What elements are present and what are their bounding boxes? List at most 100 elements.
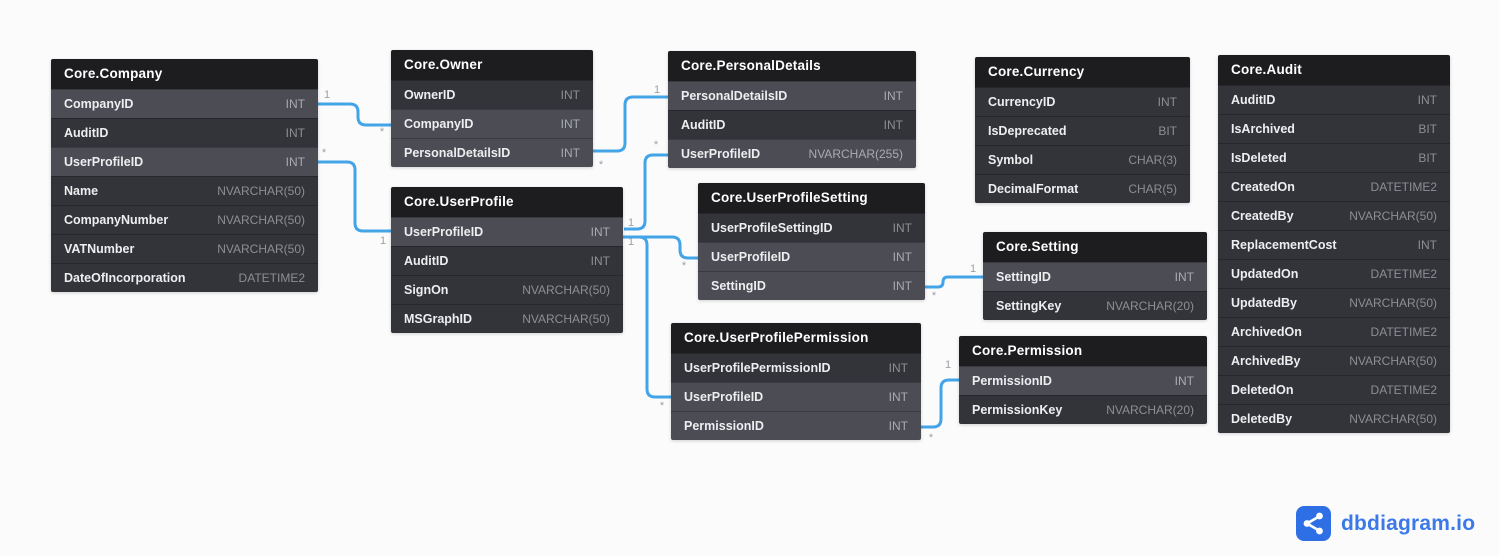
field-type: INT — [892, 279, 912, 293]
relationship-line[interactable] — [925, 275, 983, 289]
table-header[interactable]: Core.UserProfile — [391, 187, 623, 217]
relationship-line[interactable] — [593, 95, 668, 153]
field-type: DATETIME2 — [1370, 325, 1437, 339]
field-name: SettingID — [711, 279, 766, 293]
field-type: BIT — [1158, 124, 1177, 138]
table-header[interactable]: Core.UserProfilePermission — [671, 323, 921, 353]
relationship-line[interactable] — [623, 235, 671, 399]
table-header[interactable]: Core.UserProfileSetting — [698, 183, 925, 213]
cardinality-label: * — [322, 147, 327, 159]
field-name: CompanyID — [404, 117, 474, 131]
field-type: NVARCHAR(50) — [217, 242, 305, 256]
relationship-line[interactable] — [318, 160, 392, 233]
table-header[interactable]: Core.Permission — [959, 336, 1207, 366]
field-type: DATETIME2 — [1370, 383, 1437, 397]
table-header[interactable]: Core.Setting — [983, 232, 1207, 262]
field-name: CompanyID — [64, 97, 134, 111]
table-header[interactable]: Core.Audit — [1218, 55, 1450, 85]
field-name: DecimalFormat — [988, 182, 1079, 196]
field-type: NVARCHAR(50) — [1349, 296, 1437, 310]
table-row[interactable]: VATNumber NVARCHAR(50) — [51, 234, 318, 263]
field-name: DeletedOn — [1231, 383, 1294, 397]
relationship-line[interactable] — [318, 102, 392, 127]
table-row[interactable]: ReplacementCost INT — [1218, 230, 1450, 259]
cardinality-label: * — [660, 400, 665, 412]
field-name: VATNumber — [64, 242, 135, 256]
field-type: INT — [285, 155, 305, 169]
table-header[interactable]: Core.PersonalDetails — [668, 51, 916, 81]
relationship-line[interactable] — [623, 235, 698, 260]
field-name: CurrencyID — [988, 95, 1056, 109]
relationship-line[interactable] — [624, 153, 668, 231]
table-header[interactable]: Core.Owner — [391, 50, 593, 80]
field-name: CreatedOn — [1231, 180, 1295, 194]
field-type: INT — [590, 225, 610, 239]
table-header[interactable]: Core.Currency — [975, 57, 1190, 87]
field-name: DateOfIncorporation — [64, 271, 186, 285]
table-row[interactable]: DeletedOn DATETIME2 — [1218, 375, 1450, 404]
table-header[interactable]: Core.Company — [51, 59, 318, 89]
field-type: INT — [888, 419, 908, 433]
field-type: INT — [1174, 270, 1194, 284]
field-name: CompanyNumber — [64, 213, 169, 227]
field-type: INT — [1417, 238, 1437, 252]
field-type: NVARCHAR(50) — [1349, 209, 1437, 223]
table-row[interactable]: SettingID INT — [698, 271, 925, 300]
relationship-line[interactable] — [921, 378, 959, 429]
dbdiagram-branding[interactable]: dbdiagram.io — [1296, 506, 1475, 541]
cardinality-label: 1 — [970, 263, 976, 275]
field-type: INT — [560, 146, 580, 160]
field-name: ReplacementCost — [1231, 238, 1337, 252]
